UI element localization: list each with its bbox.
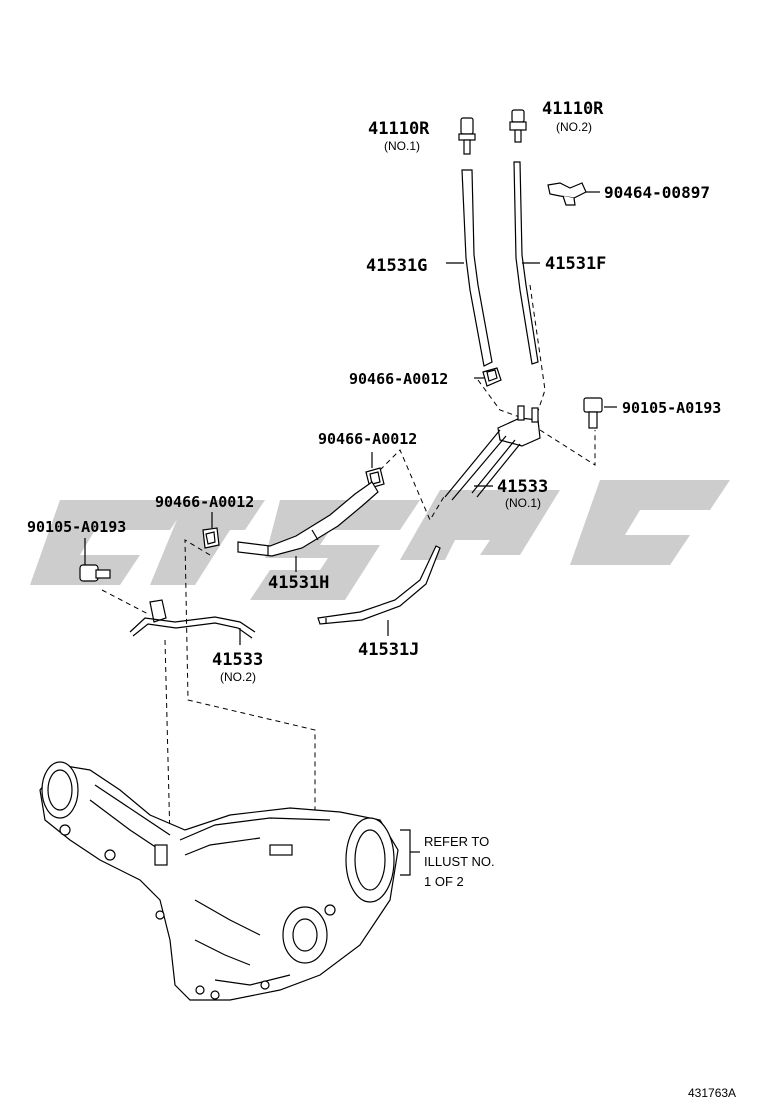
label-41531g: 41531G [366,256,427,276]
label-41533-no1-sub: (NO.1) [505,496,541,510]
label-90466-top: 90466-A0012 [349,370,448,388]
clamp-90466-left [202,527,220,549]
hose-41531g [461,169,493,367]
part-labels: 41110R (NO.1) 41110R (NO.2) 90464-00897 … [27,99,721,684]
label-90466-left: 90466-A0012 [155,493,254,511]
bolt-90105-left [79,564,111,582]
clip-90464 [547,182,587,206]
figure-number: 431763A [688,1086,736,1100]
label-90464: 90464-00897 [604,183,710,202]
label-41533-no2: 41533 [212,650,263,670]
watermark-logo [30,480,730,600]
refer-note: REFER TO ILLUST NO. 1 OF 2 [424,834,495,889]
label-41531f: 41531F [545,254,606,274]
refer-note-line3: 1 OF 2 [424,874,464,889]
hose-41531f [513,161,539,365]
refer-note-line2: ILLUST NO. [424,854,495,869]
label-41110r-no2-sub: (NO.2) [556,120,592,134]
hose-41531h [237,481,379,557]
sensor-no1 [458,117,476,155]
pipe-41533-no2 [129,599,256,639]
label-90105-right: 90105-A0193 [622,399,721,417]
hose-41531j [317,545,441,625]
label-41110r-no2: 41110R [542,99,604,119]
label-leaders [84,191,617,876]
label-41533-no2-sub: (NO.2) [220,670,256,684]
clamp-90466-top [482,367,502,387]
sensor-no2 [509,109,527,143]
differential-housing [39,761,399,1001]
label-90466-middle: 90466-A0012 [318,430,417,448]
refer-note-line1: REFER TO [424,834,489,849]
label-41110r-no1-sub: (NO.1) [384,139,420,153]
label-41533-no1: 41533 [497,477,548,497]
label-90105-left: 90105-A0193 [27,518,126,536]
label-41531h: 41531H [268,573,329,593]
label-41531j: 41531J [358,640,419,660]
pipe-41533-no1 [444,405,541,501]
bolt-90105-right [583,397,603,429]
label-41110r-no1: 41110R [368,119,430,139]
